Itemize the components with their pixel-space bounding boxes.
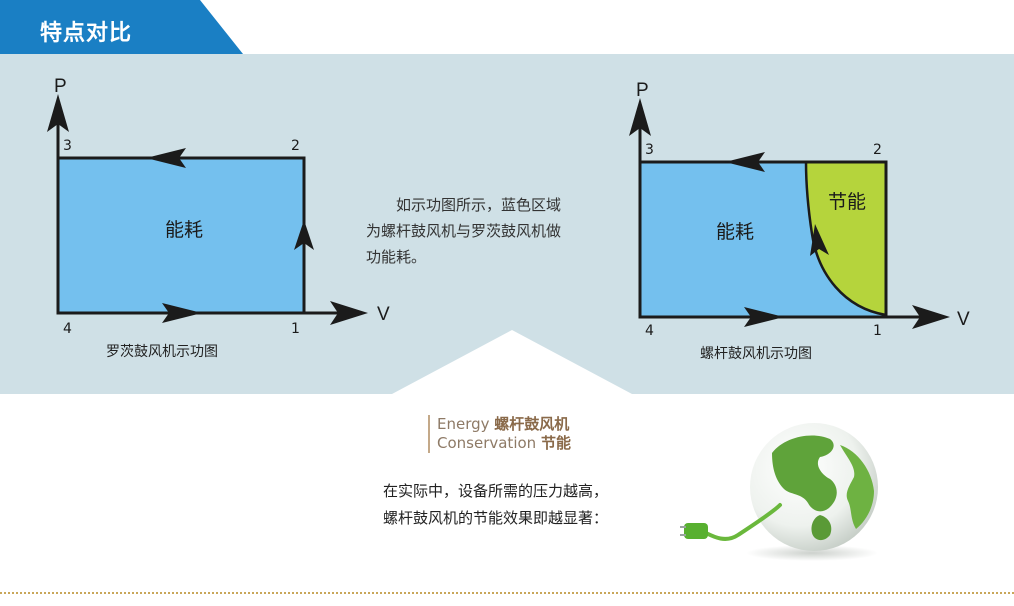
- point-4-label: 4: [645, 323, 654, 339]
- brand-tagline: Energy 螺杆鼓风机 Conservation 节能: [428, 415, 571, 453]
- explanation-line: 为螺杆鼓风机与罗茨鼓风机做: [366, 218, 606, 244]
- tagline-en-2: Conservation: [437, 434, 541, 452]
- screw-caption: 螺杆鼓风机示功图: [700, 343, 812, 363]
- point-2-label: 2: [291, 138, 300, 154]
- band-notch: [392, 330, 632, 400]
- energy-label: 能耗: [716, 221, 754, 243]
- screw-pv-diagram: P V 3 2 4 1 能耗 节能: [612, 74, 1007, 349]
- tagline-line-2: Conservation 节能: [437, 434, 571, 453]
- bottom-divider: [0, 592, 1014, 594]
- tagline-cn-2: 节能: [541, 434, 571, 452]
- conclusion-text: 在实际中，设备所需的压力越高， 螺杆鼓风机的节能效果即越显著：: [383, 478, 608, 532]
- point-1-label: 1: [873, 323, 882, 339]
- point-1-label: 1: [291, 321, 300, 337]
- x-axis-label: V: [957, 309, 970, 330]
- point-2-label: 2: [873, 142, 882, 158]
- section-title: 特点对比: [40, 15, 132, 47]
- y-axis-label: P: [54, 76, 67, 97]
- explanation-line: 如示功图所示，蓝色区域: [366, 192, 606, 218]
- roots-caption: 罗茨鼓风机示功图: [106, 341, 218, 361]
- roots-pv-diagram: P V 3 2 4 1 能耗: [30, 70, 410, 345]
- energy-label: 能耗: [165, 219, 203, 241]
- tagline-cn-1: 螺杆鼓风机: [494, 415, 569, 433]
- tagline-en-1: Energy: [437, 415, 494, 433]
- explanation-line: 功能耗。: [366, 244, 606, 270]
- globe-plug-icon: [680, 415, 890, 565]
- point-4-label: 4: [63, 321, 72, 337]
- explanation-text: 如示功图所示，蓝色区域 为螺杆鼓风机与罗茨鼓风机做 功能耗。: [366, 192, 606, 270]
- tagline-line-1: Energy 螺杆鼓风机: [437, 415, 571, 434]
- point-3-label: 3: [63, 138, 72, 154]
- x-axis-label: V: [377, 304, 390, 325]
- saving-label: 节能: [828, 191, 866, 213]
- y-axis-label: P: [636, 80, 649, 101]
- conclusion-line: 在实际中，设备所需的压力越高，: [383, 478, 608, 505]
- conclusion-line: 螺杆鼓风机的节能效果即越显著：: [383, 505, 608, 532]
- point-3-label: 3: [645, 142, 654, 158]
